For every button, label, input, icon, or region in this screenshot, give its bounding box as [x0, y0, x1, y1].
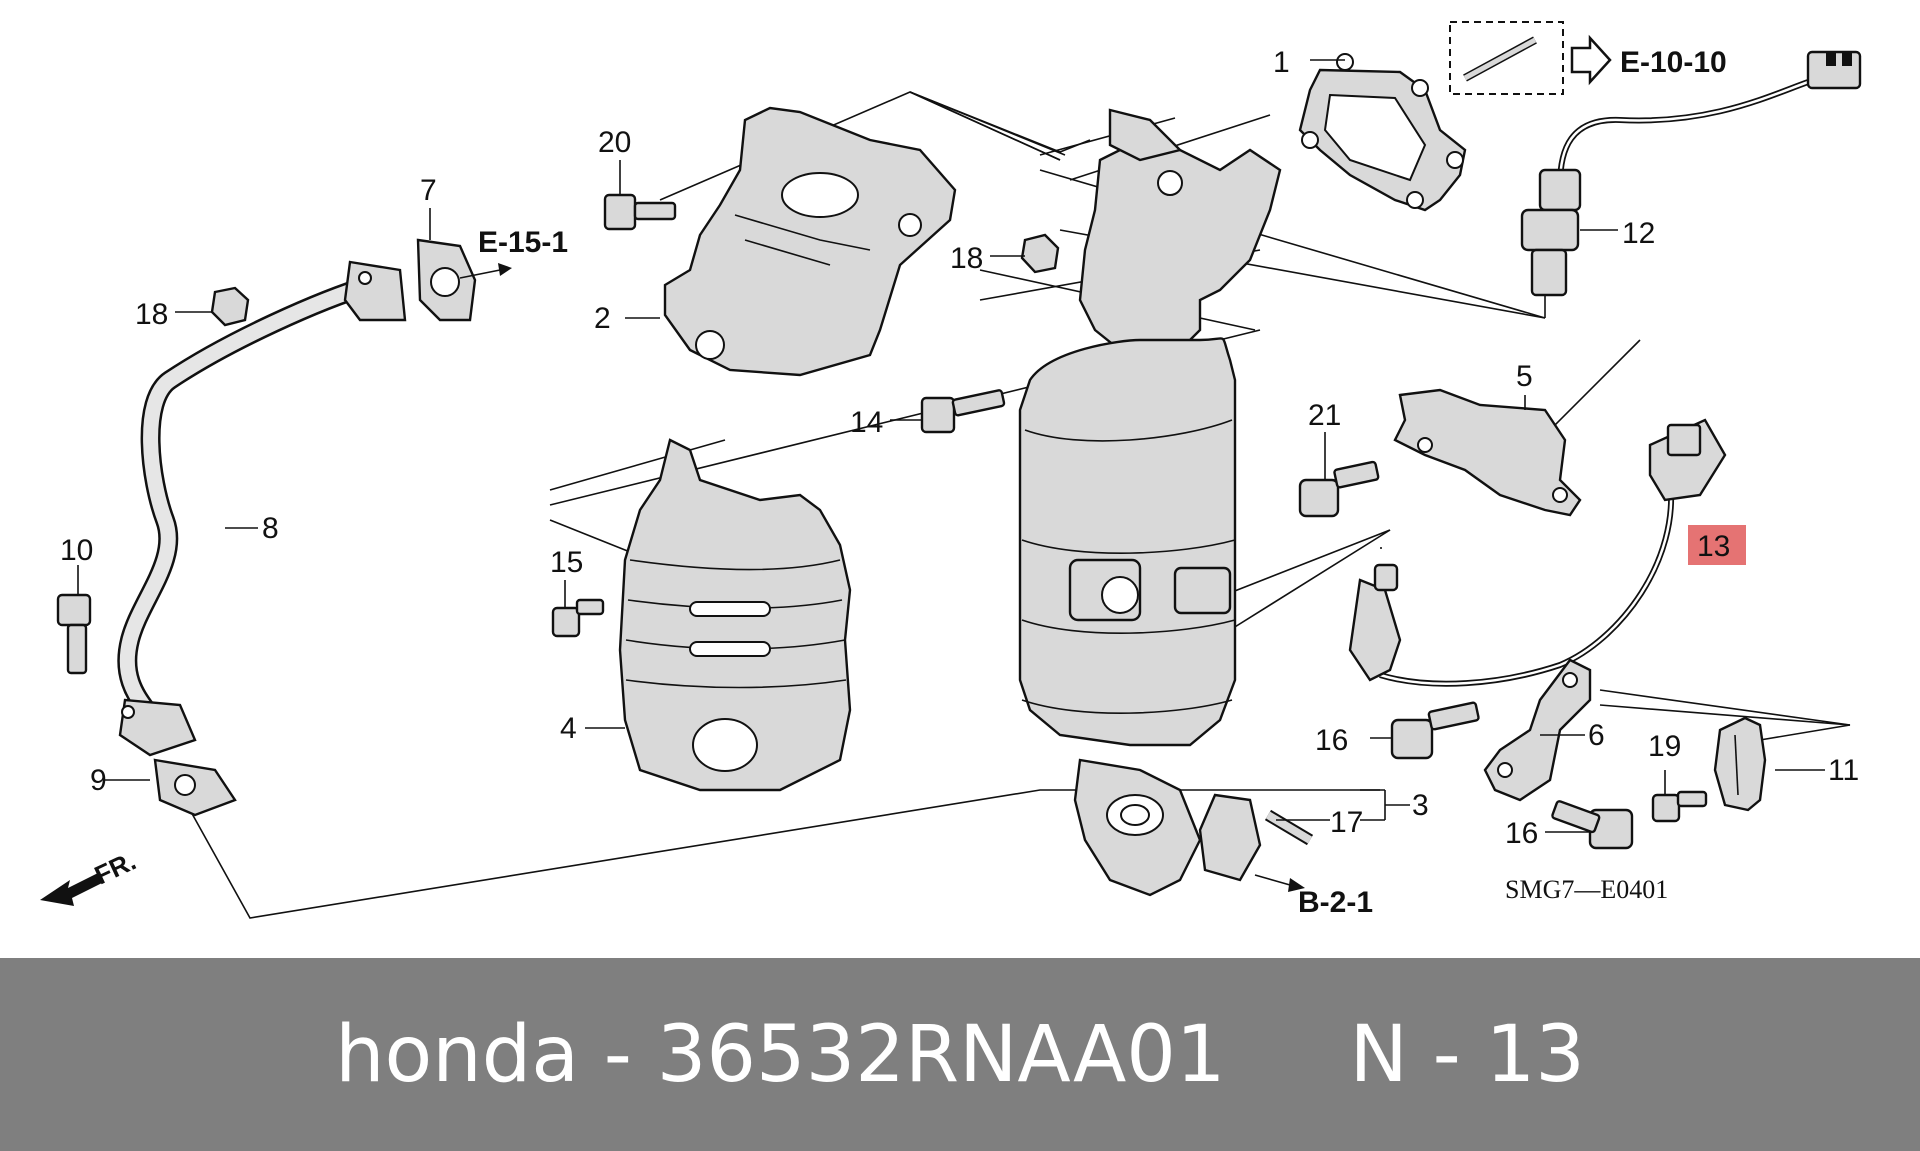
part-12-oxygen-sensor [1520, 50, 1862, 297]
parts-diagram: 1 2 3 4 5 6 7 8 9 10 11 12 13 14 15 16 1… [40, 21, 1862, 919]
callout-11: 11 [1828, 754, 1859, 787]
part-10-bolt [56, 593, 92, 675]
part-4-heat-shield [618, 438, 852, 792]
callout-17: 17 [1330, 806, 1363, 839]
callout-18-a: 18 [950, 242, 983, 275]
reference-arrow-e1010 [1570, 34, 1612, 86]
footer-bar: honda - 36532RNAA01 N - 13 [0, 958, 1920, 1151]
callout-13: 13 [1697, 530, 1730, 563]
part-21-bolt [1298, 460, 1380, 518]
part-13-oxygen-sensor [1348, 418, 1727, 687]
stud-detail [1449, 21, 1564, 95]
callout-leaders [77, 59, 1825, 833]
callout-3: 3 [1412, 789, 1429, 822]
reference-e1010: E-10-10 [1620, 46, 1727, 79]
callout-1: 1 [1273, 46, 1290, 79]
callout-7: 7 [420, 174, 437, 207]
callout-14: 14 [850, 406, 883, 439]
part-7-gasket [416, 238, 477, 322]
diagram-code: SMG7—E0401 [1505, 875, 1668, 904]
part-caption: honda - 36532RNAA01 N - 13 [335, 1009, 1585, 1100]
part-2-heat-shield [663, 106, 957, 377]
callout-19: 19 [1648, 730, 1681, 763]
callout-16-b: 16 [1505, 817, 1538, 850]
callout-20: 20 [598, 126, 631, 159]
callout-9: 9 [90, 764, 107, 797]
reference-arrow-b21 [1254, 874, 1305, 892]
reference-b21: B-2-1 [1298, 886, 1373, 919]
part-1-gasket [1298, 53, 1467, 212]
part-15-bolt [551, 598, 605, 638]
front-direction-arrow [40, 872, 104, 906]
part-9-gasket [153, 758, 237, 817]
callout-8: 8 [262, 512, 279, 545]
part-16-bolt [1390, 701, 1634, 850]
callout-10: 10 [60, 534, 93, 567]
callout-21: 21 [1308, 399, 1341, 432]
callout-4: 4 [560, 712, 577, 745]
callout-12: 12 [1622, 217, 1655, 250]
part-14-bolt [920, 389, 1006, 434]
part-20-bolt [603, 193, 677, 231]
part-8-egr-pipe [117, 260, 407, 757]
callout-18-b: 18 [135, 298, 168, 331]
part-11-clip [1713, 716, 1767, 812]
part-6-bracket [1483, 658, 1592, 802]
reference-e151: E-15-1 [478, 226, 568, 259]
reference-arrow-e151 [459, 263, 512, 279]
callout-5: 5 [1516, 360, 1533, 393]
callout-15: 15 [550, 546, 583, 579]
part-17-stud [1264, 809, 1314, 846]
part-18-nut [210, 233, 1060, 327]
part-19-bolt [1651, 790, 1708, 823]
callout-6: 6 [1588, 719, 1605, 752]
highlight-box [1688, 525, 1746, 565]
part-5-bracket [1393, 388, 1582, 517]
part-3-catalytic-converter [1018, 108, 1282, 897]
callout-16-a: 16 [1315, 724, 1348, 757]
callout-2: 2 [594, 302, 611, 335]
